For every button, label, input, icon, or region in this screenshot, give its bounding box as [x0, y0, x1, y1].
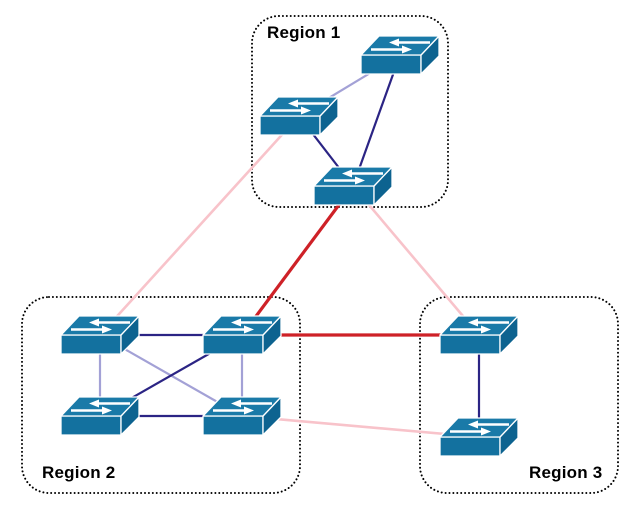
region-3-label: Region 3 [529, 463, 603, 482]
region-1-label: Region 1 [267, 23, 341, 42]
link-region1-switch-3-to-region3-switch-1 [352, 185, 480, 336]
region1-switch-1-ethernet-switch-icon[interactable] [359, 34, 441, 76]
region-2-label: Region 2 [42, 463, 116, 482]
region3-boundary [419, 296, 619, 494]
region2-switch-4-ethernet-switch-icon[interactable] [201, 395, 283, 437]
region2-switch-1-ethernet-switch-icon[interactable] [59, 314, 141, 356]
link-region2-switch-4-to-region3-switch-2 [241, 414, 480, 439]
link-region1-switch-3-to-region2-switch-2 [240, 185, 355, 336]
region1-switch-3-ethernet-switch-icon[interactable] [312, 165, 394, 207]
region3-switch-1-ethernet-switch-icon[interactable] [438, 314, 520, 356]
region2-switch-3-ethernet-switch-icon[interactable] [59, 395, 141, 437]
link-region1-switch-2-to-region2-switch-1 [99, 115, 300, 336]
region3-switch-2-ethernet-switch-icon[interactable] [438, 416, 520, 458]
region2-switch-2-ethernet-switch-icon[interactable] [201, 314, 283, 356]
region1-switch-2-ethernet-switch-icon[interactable] [258, 95, 340, 137]
link-region1-switch-1-to-region1-switch-3 [351, 54, 402, 187]
region2-boundary [21, 296, 301, 494]
region1-boundary [251, 15, 449, 208]
